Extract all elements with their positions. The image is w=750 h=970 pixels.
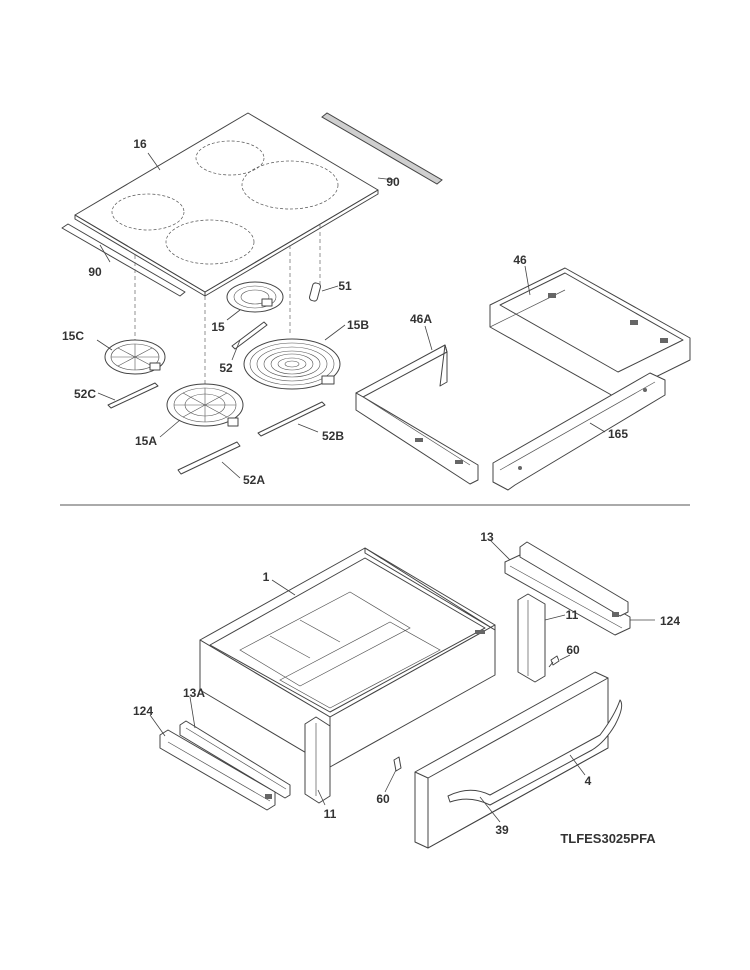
leader-lines xyxy=(96,152,655,823)
callout-13a: 13A xyxy=(183,686,205,700)
surface-element-15c-part xyxy=(104,339,166,375)
callout-60-left: 60 xyxy=(376,792,390,806)
rear-frame-46-part xyxy=(489,267,691,398)
bracket-52-part xyxy=(231,321,268,350)
callout-15b: 15B xyxy=(347,318,369,332)
bracket-11-right-part xyxy=(517,593,546,683)
callout-165: 165 xyxy=(608,427,628,441)
slide-13a-part xyxy=(179,720,291,799)
callout-52: 52 xyxy=(219,361,233,375)
callout-11-left: 11 xyxy=(324,807,337,821)
callout-1: 1 xyxy=(263,570,270,584)
bracket-52a-part xyxy=(177,441,241,475)
callout-52a: 52A xyxy=(243,473,265,487)
slide-13-part xyxy=(504,541,631,636)
callout-11-right: 11 xyxy=(566,608,579,622)
callout-51: 51 xyxy=(338,279,352,293)
trim-strip-rear-part xyxy=(321,112,443,185)
surface-element-15b-part xyxy=(243,338,341,390)
drawer-box-part xyxy=(199,547,496,768)
callout-46: 46 xyxy=(513,253,527,267)
callout-15a: 15A xyxy=(135,434,157,448)
callout-13: 13 xyxy=(480,530,494,544)
callout-16: 16 xyxy=(133,137,147,151)
callout-15c: 15C xyxy=(62,329,84,343)
callout-60-right: 60 xyxy=(566,643,580,657)
limit-switch-part xyxy=(308,282,322,302)
bracket-52b-part xyxy=(257,401,326,437)
side-frame-165-part xyxy=(492,372,666,491)
bracket-11-left-part xyxy=(304,716,331,804)
callout-46a: 46A xyxy=(410,312,432,326)
callout-4: 4 xyxy=(585,774,592,788)
screw-60-left-part xyxy=(393,756,402,772)
callout-15: 15 xyxy=(211,320,225,334)
surface-element-15-part xyxy=(226,281,284,313)
callout-52c: 52C xyxy=(74,387,96,401)
glass-cooktop-part xyxy=(74,112,379,297)
trim-strip-front-part xyxy=(61,223,186,297)
screw-60-right-part xyxy=(548,655,560,668)
callout-90-rear: 90 xyxy=(386,175,400,189)
front-frame-46a-part xyxy=(355,344,479,485)
bracket-52c-part xyxy=(107,382,159,409)
callout-labels: 16 90 90 51 15 52 15B 15C 52C 15A 52B 52… xyxy=(62,137,680,837)
drawer-front-4-part xyxy=(414,671,609,849)
callout-52b: 52B xyxy=(322,429,344,443)
callout-39: 39 xyxy=(495,823,509,837)
model-code: TLFES3025PFA xyxy=(560,831,656,846)
rail-124-left-part xyxy=(159,729,276,811)
callout-124-left: 124 xyxy=(133,704,153,718)
surface-element-15a-part xyxy=(166,383,244,427)
callout-124-right: 124 xyxy=(660,614,680,628)
callout-90-front: 90 xyxy=(88,265,102,279)
